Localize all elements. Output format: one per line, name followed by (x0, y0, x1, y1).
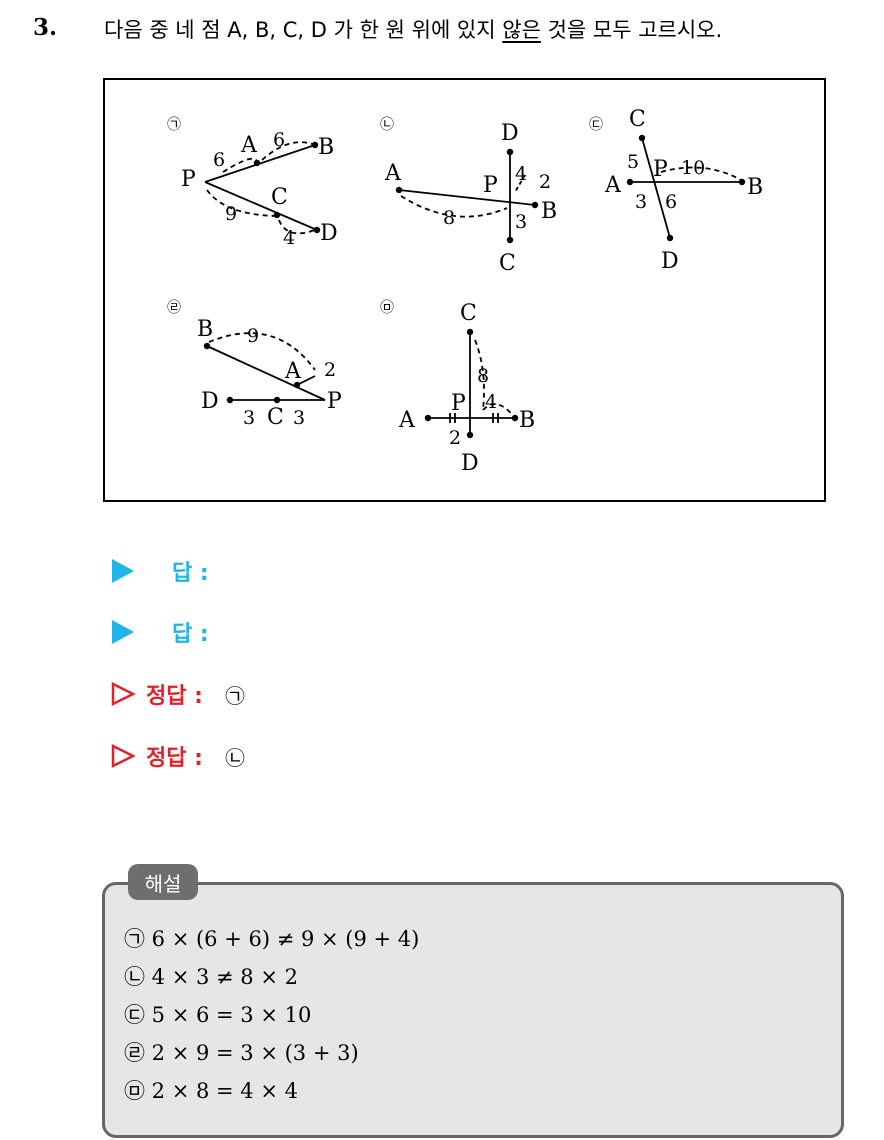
figure-4-label-a: A (284, 359, 302, 384)
figure-2-label-b: B (541, 199, 557, 224)
figure-4-label-d: D (201, 389, 219, 414)
figure-3-label-p: P (653, 157, 668, 182)
figure-4-label-b: B (197, 317, 213, 342)
solution-line: ㉤ 2 × 8 = 4 × 4 (124, 1079, 298, 1103)
figure-1-label-a: A (240, 133, 258, 158)
figure-3-label-c: C (629, 107, 646, 132)
figure-1-label-c: C (271, 185, 288, 210)
solution-line: ㉡ 4 × 3 ≠ 8 × 2 (124, 965, 298, 989)
figure-4-label-c: C (267, 405, 284, 430)
figure-1-label-d: D (320, 221, 338, 246)
figure-box: ㉠ P A B C D 6 6 9 4 ㉡ A P D B C 4 2 8 3 … (103, 78, 826, 502)
figure-1-label-p: P (181, 167, 196, 192)
correct-answer-label: 정답 : (146, 746, 203, 771)
figure-5-label-c: C (460, 301, 477, 326)
correct-answer-label: 정답 : (146, 684, 203, 709)
figure-3-marker: ㉢ (589, 117, 603, 133)
figure-2-length: 2 (539, 171, 551, 193)
figure-3-length: 3 (635, 191, 647, 213)
figure-3-length: 5 (627, 151, 639, 173)
figure-2-label-p: P (483, 173, 498, 198)
answer-label: 답 : (172, 622, 209, 647)
correct-triangle-icon (111, 743, 136, 769)
figure-3-label-d: D (661, 249, 679, 274)
figure-4-marker: ㉣ (167, 300, 181, 316)
answer-label: 답 : (172, 561, 209, 586)
figure-4-length: 2 (324, 359, 336, 381)
figure-3-label-b: B (747, 175, 763, 200)
figure-diagram: ㉠ P A B C D 6 6 9 4 ㉡ A P D B C 4 2 8 3 … (167, 107, 763, 476)
solution-line: ㉣ 2 × 9 = 3 × (3 + 3) (124, 1041, 359, 1065)
figure-2-label-a: A (384, 161, 402, 186)
figure-4-length: 9 (247, 325, 259, 347)
correct-answer-row: 정답 : ㉠ (110, 678, 245, 710)
figure-1-label-b: B (318, 135, 334, 160)
correct-answer-row: 정답 : ㉡ (110, 740, 245, 772)
figure-4-length: 3 (293, 407, 305, 429)
figure-2-label-d: D (501, 121, 519, 146)
figure-1-marker: ㉠ (167, 117, 181, 133)
figure-5-marker: ㉤ (380, 300, 394, 316)
figure-5-label-p: P (451, 391, 466, 416)
correct-answer-value: ㉡ (224, 745, 245, 770)
figure-3-length: 10 (681, 157, 705, 179)
solution-line: ㉢ 5 × 6 = 3 × 10 (124, 1003, 312, 1027)
answer-row[interactable]: 답 : (112, 616, 231, 648)
correct-triangle-icon (111, 681, 136, 707)
question-text: 다음 중 네 점 A, B, C, D 가 한 원 위에 있지 않은 것을 모두… (104, 18, 723, 42)
figure-3-label-a: A (604, 173, 622, 198)
figure-1-length: 6 (213, 149, 225, 171)
figure-2-length: 4 (515, 163, 527, 185)
figure-2-label-c: C (499, 251, 516, 276)
figure-5-length: 4 (485, 391, 497, 413)
figure-1-length: 9 (225, 203, 237, 225)
figure-1-length: 4 (283, 227, 295, 249)
correct-answer-value: ㉠ (224, 683, 245, 708)
solution-line: ㉠ 6 × (6 + 6) ≠ 9 × (9 + 4) (124, 927, 420, 951)
figure-2-length: 3 (515, 211, 527, 233)
figure-5-label-b: B (519, 408, 535, 433)
solution-lines: ㉠ 6 × (6 + 6) ≠ 9 × (9 + 4) ㉡ 4 × 3 ≠ 8 … (124, 920, 419, 1110)
figure-5-length: 2 (449, 427, 461, 449)
figure-2-length: 8 (443, 207, 455, 229)
figure-1-length: 6 (273, 129, 285, 151)
answer-row[interactable]: 답 : (112, 555, 231, 587)
figure-5-label-a: A (398, 408, 416, 433)
figure-5-length: 8 (477, 365, 489, 387)
answer-triangle-icon (112, 559, 134, 583)
figure-4-length: 3 (243, 407, 255, 429)
solution-title: 해설 (128, 864, 198, 900)
figure-5-label-d: D (461, 451, 479, 476)
answer-triangle-icon (112, 620, 134, 644)
question-number: 3. (33, 14, 58, 41)
figure-2-marker: ㉡ (380, 117, 394, 133)
solution-box (102, 882, 844, 1138)
underlined-word: 않은 (502, 18, 541, 42)
figure-3-length: 6 (665, 191, 677, 213)
figure-4-label-p: P (327, 389, 342, 414)
